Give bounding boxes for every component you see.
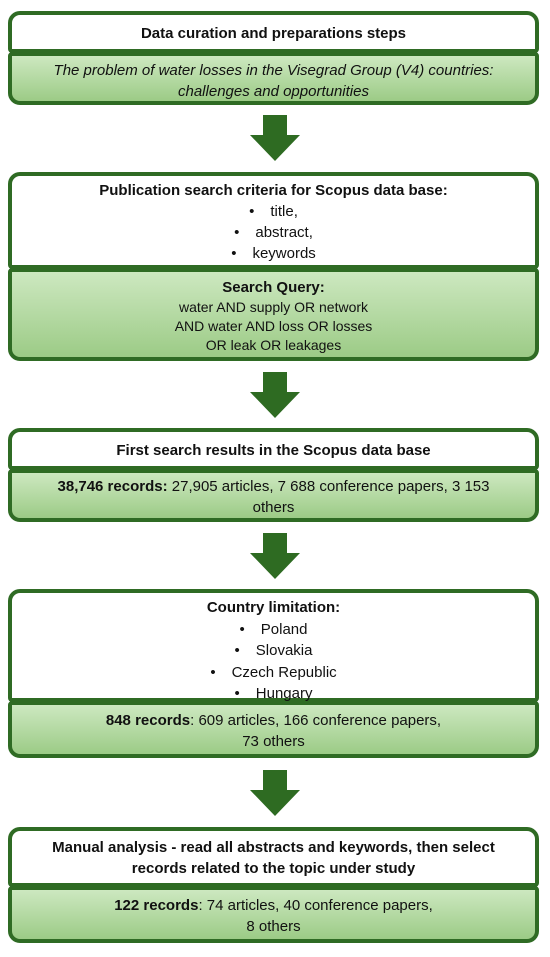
step4-result-box: 848 records: 609 articles, 166 conferenc…	[8, 701, 539, 758]
step1-subtitle-box: The problem of water losses in the Viseg…	[8, 52, 539, 105]
criteria-item: abstract,	[12, 222, 535, 243]
step4-result-line2: 73 others	[242, 733, 305, 750]
step5-analysis-box: Manual analysis - read all abstracts and…	[8, 827, 539, 887]
step4-result-line1: 848 records: 609 articles, 166 conferenc…	[12, 710, 535, 731]
country-list: Poland Slovakia Czech Republic Hungary	[12, 619, 535, 705]
search-query-line: AND water AND loss OR losses	[174, 318, 373, 334]
step4-header: Country limitation:	[206, 599, 341, 616]
step3-result-line2: others	[252, 499, 295, 516]
step5-result-line2: 8 others	[246, 918, 301, 935]
criteria-item: keywords	[12, 243, 535, 264]
search-query-box: Search Query: water AND supply OR networ…	[8, 268, 539, 361]
country-item: Hungary	[12, 683, 535, 705]
search-query-line: OR leak OR leakages	[205, 337, 342, 353]
criteria-list: title, abstract, keywords	[12, 201, 535, 264]
search-query-line: water AND supply OR network	[178, 299, 369, 315]
step4-detail: : 609 articles, 166 conference papers,	[190, 712, 442, 729]
down-arrow-icon	[250, 533, 300, 579]
down-arrow-icon	[250, 372, 300, 418]
step5-result-box: 122 records: 74 articles, 40 conference …	[8, 886, 539, 943]
step5-count: 122 records	[114, 897, 199, 914]
step2-criteria-box: Publication search criteria for Scopus d…	[8, 172, 539, 269]
step1-header: Data curation and preparations steps	[140, 25, 407, 42]
step3-result-box: 38,746 records: 27,905 articles, 7 688 c…	[8, 469, 539, 522]
step5-result-line1: 122 records: 74 articles, 40 conference …	[12, 895, 535, 916]
step2-header: Publication search criteria for Scopus d…	[99, 182, 448, 199]
step3-header-box: First search results in the Scopus data …	[8, 428, 539, 470]
step5-header-line2: records related to the topic under study	[131, 860, 416, 877]
criteria-item: title,	[12, 201, 535, 222]
step1-subtitle-line1: The problem of water losses in the Viseg…	[53, 62, 494, 79]
country-item: Slovakia	[12, 640, 535, 662]
step3-count: 38,746 records:	[57, 478, 168, 495]
country-item: Czech Republic	[12, 662, 535, 684]
down-arrow-icon	[250, 770, 300, 816]
search-query-title: Search Query:	[222, 279, 325, 296]
step3-header: First search results in the Scopus data …	[116, 442, 431, 459]
step5-header-line1: Manual analysis - read all abstracts and…	[52, 839, 495, 856]
step1-subtitle-line2: challenges and opportunities	[178, 83, 369, 100]
step3-detail: 27,905 articles, 7 688 conference papers…	[167, 478, 490, 495]
step5-detail: : 74 articles, 40 conference papers,	[198, 897, 433, 914]
step4-count: 848 records	[105, 712, 191, 729]
country-item: Poland	[12, 619, 535, 641]
step4-country-box: Country limitation: Poland Slovakia Czec…	[8, 589, 539, 702]
step3-result-line1: 38,746 records: 27,905 articles, 7 688 c…	[12, 476, 535, 497]
down-arrow-icon	[250, 115, 300, 161]
step1-header-box: Data curation and preparations steps	[8, 11, 539, 53]
